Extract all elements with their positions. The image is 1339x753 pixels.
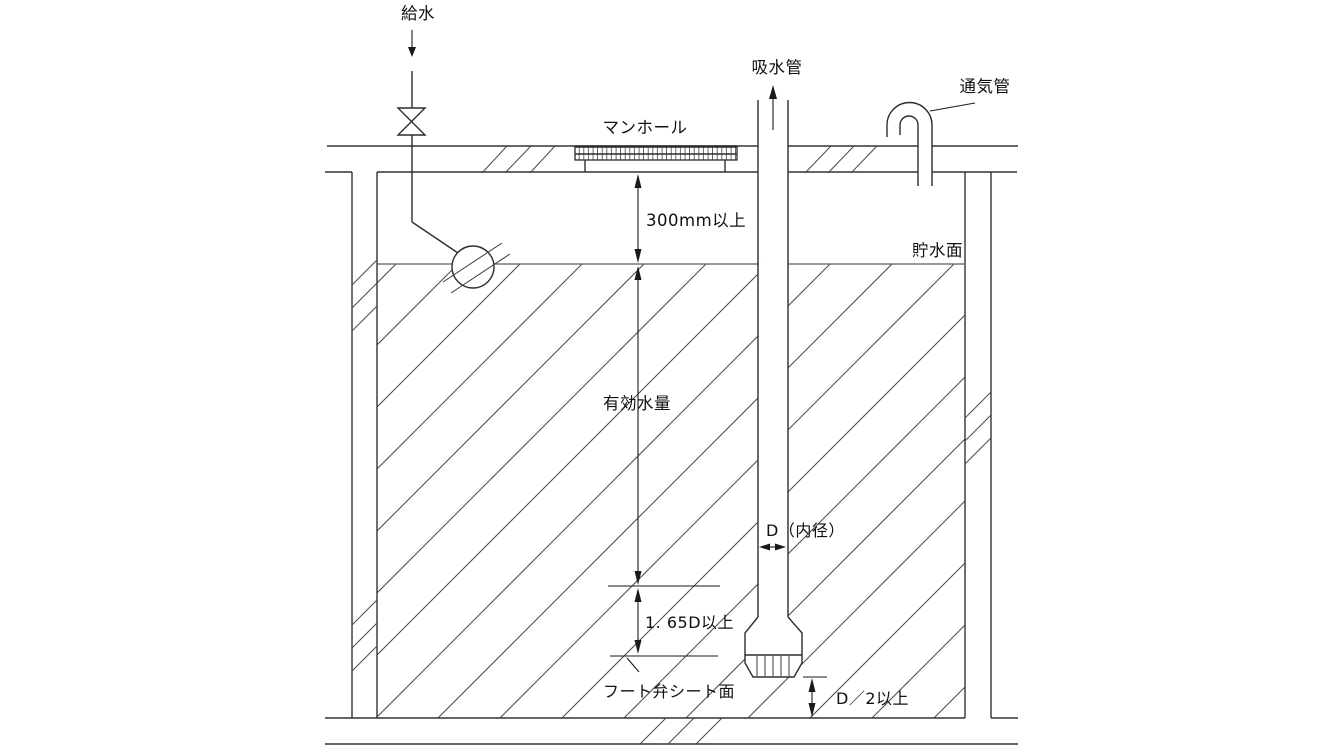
label-effective-volume: 有効水量 — [603, 394, 671, 413]
label-suction-pipe: 吸水管 — [752, 58, 803, 77]
gate-valve-icon — [396, 107, 427, 136]
ball-tap-symbol — [442, 242, 511, 294]
down-arrow-icon — [408, 47, 416, 57]
vent-pipe — [886, 101, 933, 186]
foot-valve — [744, 616, 803, 678]
label-pipe-inner-diameter: D（内径） — [766, 521, 845, 540]
leader-foot-valve-seat — [626, 657, 640, 673]
label-manhole: マンホール — [603, 118, 688, 137]
label-bottom-clearance: D／2以上 — [836, 689, 909, 708]
dimension-annotations — [608, 102, 976, 717]
dimension-d2 — [803, 676, 827, 717]
supply-pipe — [396, 30, 459, 254]
dimension-165d — [608, 585, 720, 673]
tank-structure — [325, 145, 1018, 745]
suction-pipe — [757, 85, 789, 617]
dimension-300mm — [634, 174, 642, 263]
label-supply-water: 給水 — [401, 4, 435, 23]
label-clearance-top: 300mm以上 — [646, 211, 746, 230]
section-hatch-marks — [351, 145, 992, 745]
hatch-masks — [745, 264, 802, 677]
up-arrow-icon — [769, 85, 777, 99]
manhole-cover — [574, 145, 738, 172]
leader-vent-pipe — [929, 102, 976, 112]
diagram-labels: 給水 吸水管 通気管 マンホール 300mm以上 貯水面 有効水量 D（内径） … — [401, 4, 1011, 708]
label-water-surface: 貯水面 — [912, 241, 963, 260]
label-vent-pipe: 通気管 — [960, 77, 1011, 96]
label-foot-valve-seat: フート弁シート面 — [603, 682, 735, 701]
dimension-effective-volume — [634, 266, 642, 585]
dimension-inner-diameter — [759, 543, 786, 551]
water-hatching — [376, 263, 966, 719]
label-foot-valve-clearance: 1. 65D以上 — [645, 613, 734, 632]
